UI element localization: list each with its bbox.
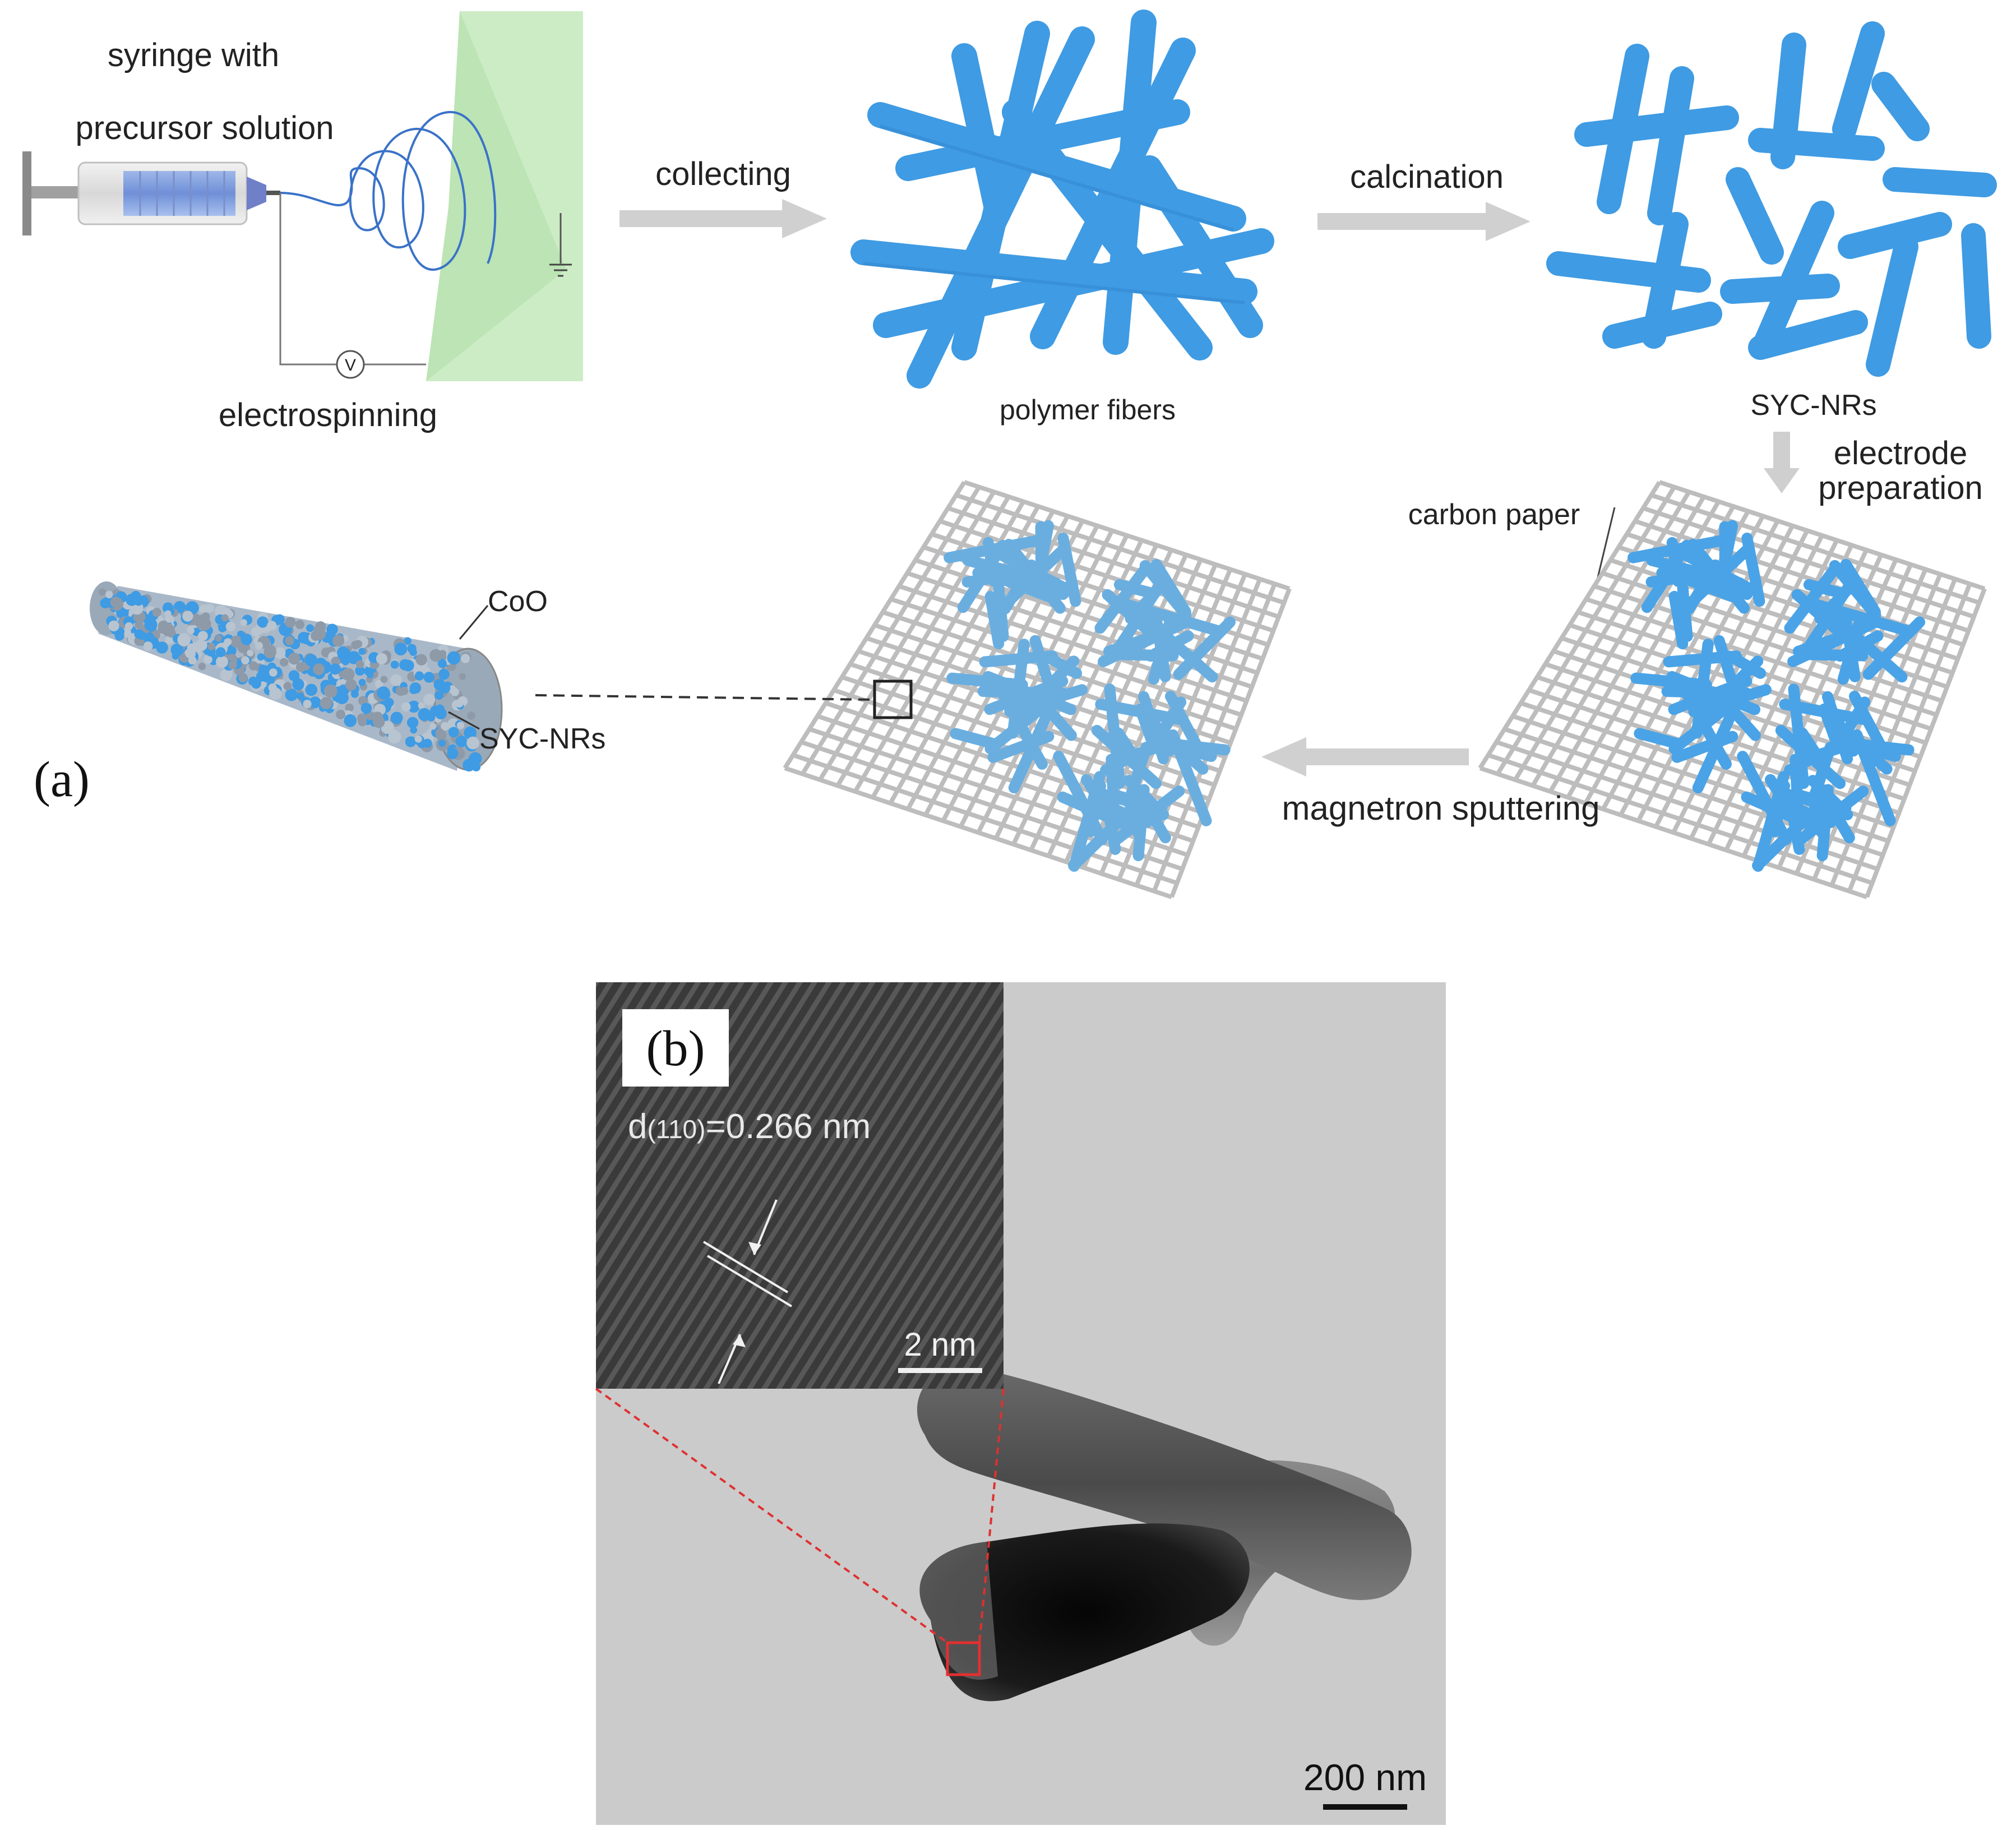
magnetron-label: magnetron sputtering (1282, 789, 1599, 827)
carbon-paper-label: carbon paper (1408, 498, 1580, 531)
sycnrs-on-carbon-paper (1627, 520, 1926, 872)
voltage-symbol: V (345, 356, 356, 375)
electrode-label-line1: electrode (1834, 435, 1968, 472)
syringe-plunger-rod (31, 186, 82, 198)
polymer-fibers-label: polymer fibers (1000, 394, 1176, 426)
nanorod-upper-gray (917, 1366, 1412, 1600)
main-scale-label: 200 nm (1303, 1757, 1427, 1798)
panel-b: d(110)=0.266 nm 2 nm (b) 200 nm (595, 982, 1446, 1825)
arrow-calcination (1317, 202, 1531, 241)
selected-area-box (946, 1641, 981, 1676)
rod-sycnrs-label: SYC-NRs (479, 723, 605, 755)
electrode-label-line2: preparation (1818, 470, 1982, 506)
coo-pointer (459, 605, 489, 640)
zoom-line-left (595, 1388, 949, 1644)
inset-scale-bar (898, 1368, 982, 1373)
sycnrs-label: SYC-NRs (1750, 389, 1876, 422)
zoom-line-right (978, 1388, 1005, 1643)
circuit-wire (279, 193, 336, 366)
syringe-plunger-handle (22, 151, 31, 235)
sycnrs-pointer (448, 711, 480, 730)
collecting-label: collecting (655, 156, 791, 192)
syringe-solution (123, 171, 235, 216)
panel-b-label: (b) (646, 1021, 705, 1076)
carbon-paper-pointer (1597, 507, 1616, 578)
electrospinning-setup: V syringe with precursor solution electr… (22, 11, 583, 433)
syringe-label-line1: syringe with (108, 37, 279, 73)
arrow-magnetron-sputtering (1261, 737, 1469, 776)
zoom-dashed-line (535, 694, 875, 701)
inset-scale-label: 2 nm (904, 1326, 977, 1363)
panel-a: V syringe with precursor solution electr… (22, 10, 1997, 899)
panel-b-label-box (622, 1009, 729, 1087)
zoom-box (873, 680, 913, 719)
syringe-tip (247, 177, 266, 210)
arrow-electrode-preparation (1764, 432, 1800, 493)
arrow-collecting (619, 199, 827, 238)
nanorod-front-dark (919, 1523, 1250, 1702)
sycnrs-rods (1546, 21, 1997, 377)
syringe-label-line2: precursor solution (76, 110, 334, 146)
electrospun-jet (280, 110, 497, 271)
coated-nanorod (90, 581, 503, 772)
panel-a-label: (a) (34, 752, 90, 807)
polymer-fibers-mesh (850, 10, 1274, 389)
coo-label: CoO (488, 585, 548, 618)
ground-icon (549, 264, 572, 277)
d-spacing-label: d(110)=0.266 nm (628, 1107, 871, 1146)
voltmeter-icon (336, 350, 365, 379)
syringe-needle (266, 191, 280, 195)
tem-nanorods (917, 1366, 1412, 1702)
calcination-label: calcination (1350, 159, 1504, 195)
electrospinning-label: electrospinning (219, 397, 437, 433)
coated-sycnrs-on-carbon-paper (944, 520, 1236, 872)
collector-plate-shade (426, 11, 566, 381)
main-scale-bar (1323, 1804, 1407, 1810)
